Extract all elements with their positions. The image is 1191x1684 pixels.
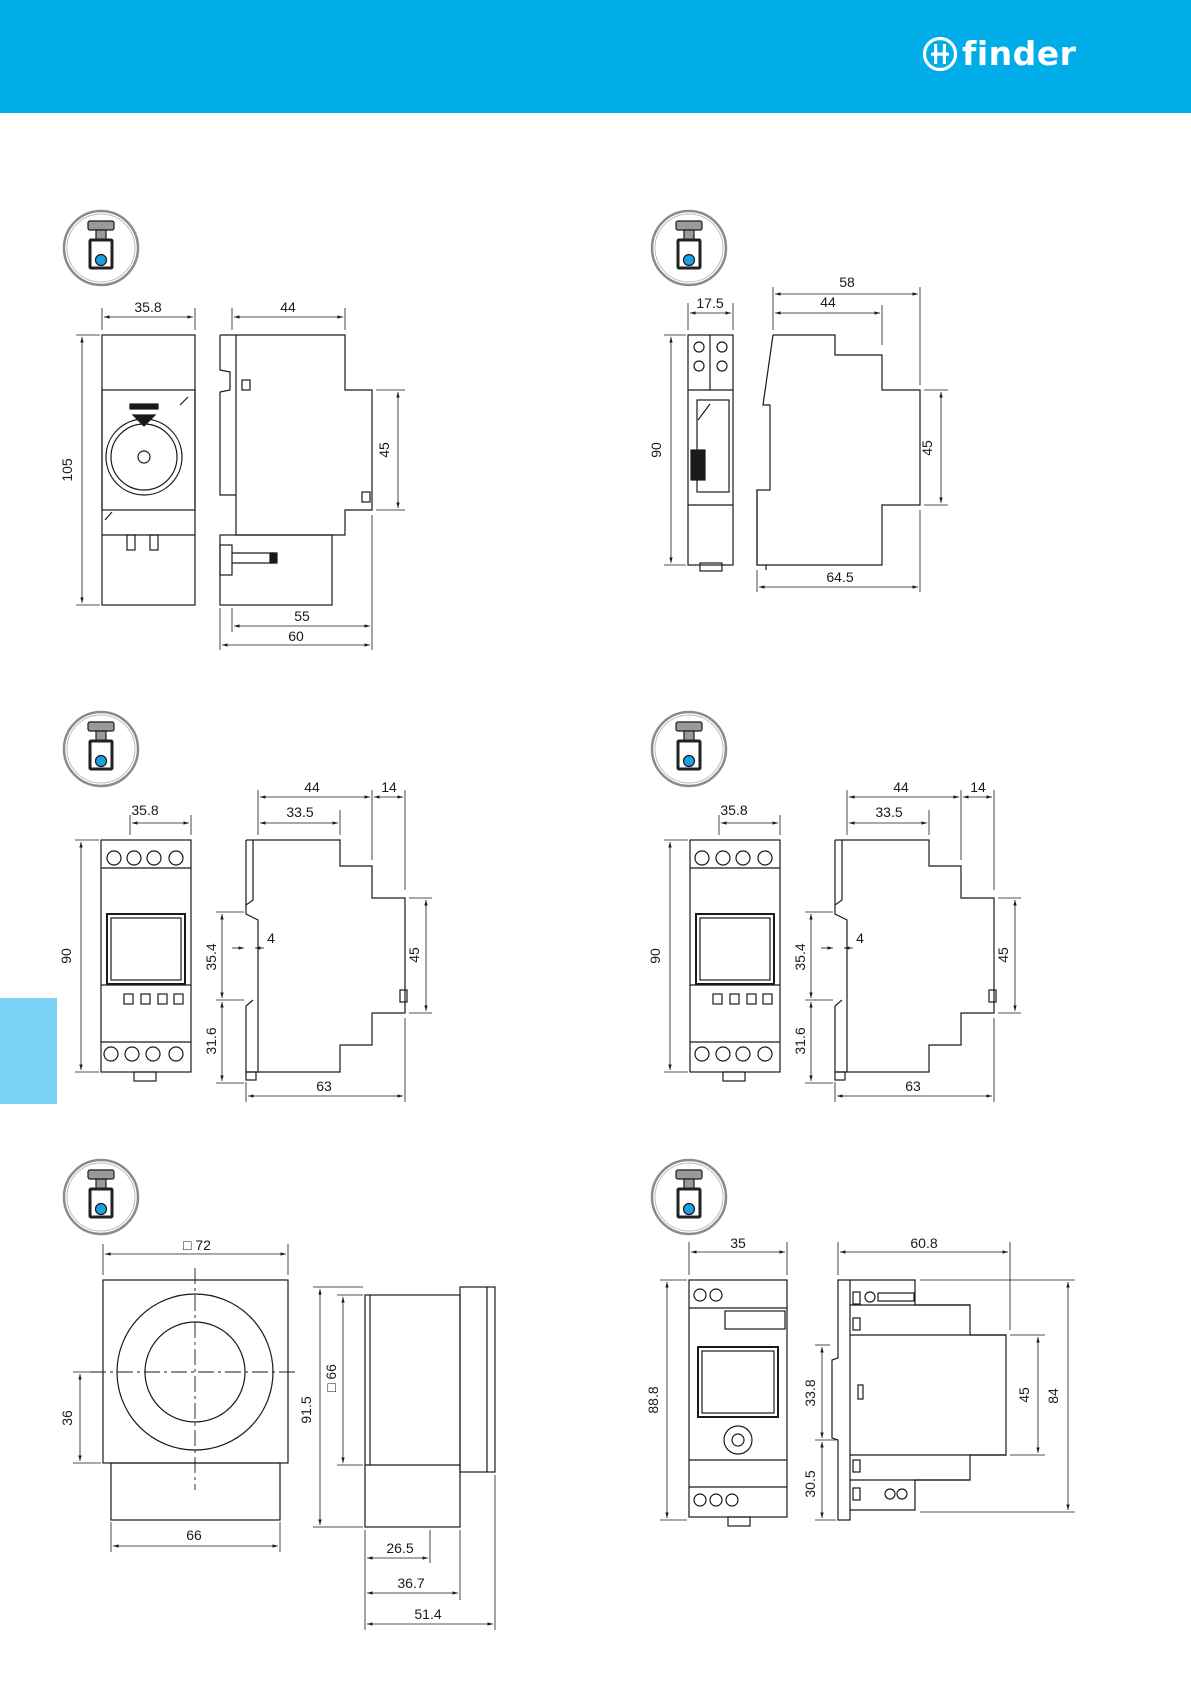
panel-middle-right [652, 712, 1021, 1102]
dim-label: 33.8 [802, 1379, 818, 1406]
dim-label: 35.8 [131, 802, 158, 818]
dim-label: 91.5 [298, 1396, 314, 1423]
dim-label: 35.8 [720, 802, 747, 818]
dim-label: 17.5 [696, 295, 723, 311]
dim-label: 51.4 [414, 1606, 441, 1622]
dim-label: 60 [288, 628, 304, 644]
dim-label: □ 66 [323, 1364, 339, 1392]
panel-top-right [652, 211, 948, 592]
dim-label: 90 [648, 442, 664, 458]
dim-label: 44 [893, 779, 909, 795]
dim-label: 26.5 [386, 1540, 413, 1556]
dim-label: 14 [381, 779, 397, 795]
dim-label: 45 [406, 947, 422, 963]
dim-label: 84 [1045, 1388, 1061, 1404]
dim-label: 90 [647, 948, 663, 964]
dim-label: 35.8 [134, 299, 161, 315]
dim-label: 35 [730, 1235, 746, 1251]
dim-label: 66 [186, 1527, 202, 1543]
dim-label: 44 [820, 294, 836, 310]
dim-label: 31.6 [792, 1027, 808, 1054]
dim-label: 33.5 [286, 804, 313, 820]
dim-label: 45 [1016, 1387, 1032, 1403]
dim-label: 36 [59, 1410, 75, 1426]
dim-label: 4 [856, 930, 864, 946]
dim-label: 45 [376, 442, 392, 458]
dim-label: 30.5 [802, 1470, 818, 1497]
dim-label: □ 72 [183, 1237, 211, 1253]
panel-middle-left [64, 712, 432, 1102]
dim-label: 31.6 [203, 1027, 219, 1054]
dim-label: 105 [59, 458, 75, 482]
dim-label: 90 [58, 948, 74, 964]
panel-bottom-right [652, 1160, 1075, 1526]
screw-terminal-icon [64, 712, 138, 786]
screw-terminal-icon [64, 211, 138, 285]
dim-label: 64.5 [826, 569, 853, 585]
screw-terminal-icon [652, 712, 726, 786]
screw-terminal-icon [652, 211, 726, 285]
panel-bottom-left [64, 1160, 495, 1630]
screw-terminal-icon [652, 1160, 726, 1234]
dim-label: 45 [995, 947, 1011, 963]
dim-label: 58 [839, 274, 855, 290]
panel-top-left [64, 211, 405, 650]
screw-terminal-icon [64, 1160, 138, 1234]
dim-label: 36.7 [397, 1575, 424, 1591]
dim-label: 35.4 [792, 943, 808, 970]
dim-label: 88.8 [645, 1386, 661, 1413]
dim-label: 44 [280, 299, 296, 315]
dim-label: 63 [905, 1078, 921, 1094]
dim-label: 45 [919, 440, 935, 456]
dim-label: 4 [267, 930, 275, 946]
dim-label: 55 [294, 608, 310, 624]
dim-label: 35.4 [203, 943, 219, 970]
dim-label: 33.5 [875, 804, 902, 820]
dim-label: 14 [970, 779, 986, 795]
dim-label: 60.8 [910, 1235, 937, 1251]
dim-label: 63 [316, 1078, 332, 1094]
dim-label: 44 [304, 779, 320, 795]
